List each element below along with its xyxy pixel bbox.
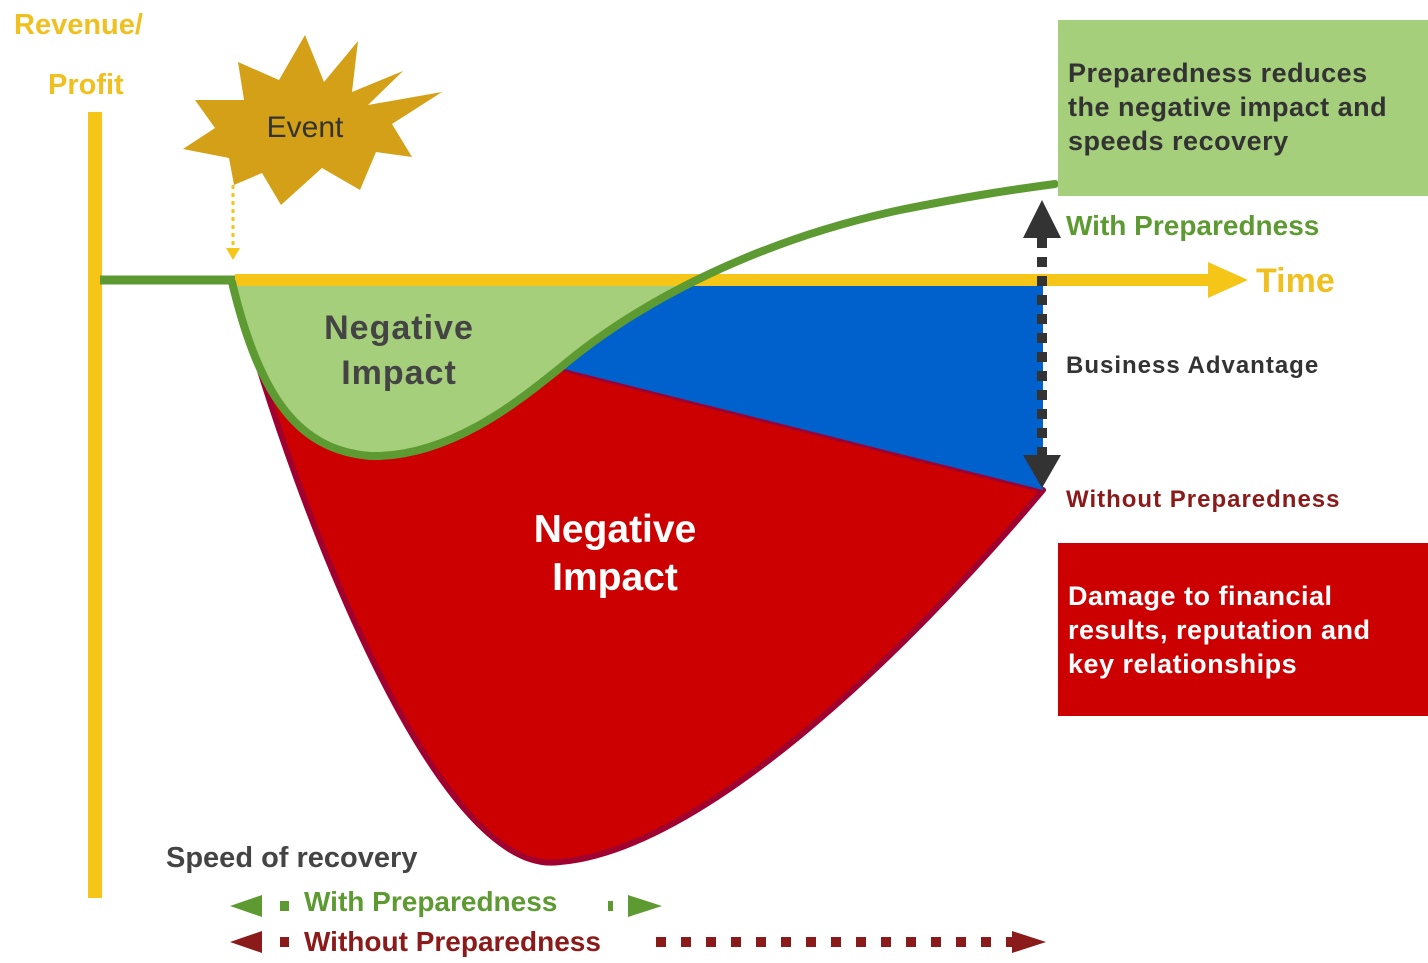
negative-impact-green-area xyxy=(232,282,700,457)
recovery-with-arrowhead-left xyxy=(230,895,262,917)
recovery-without-label: Without Preparedness xyxy=(304,926,601,957)
speed-of-recovery-title: Speed of recovery xyxy=(166,842,417,874)
callout-red-line: Damage to financial xyxy=(1068,581,1333,611)
recovery-without-arrowhead-left xyxy=(230,931,262,953)
damage-callout-box: Damage to financial results, reputation … xyxy=(1058,543,1428,716)
red-impact-label-line1: Negative xyxy=(534,508,697,551)
callout-green-line: the negative impact and xyxy=(1068,92,1388,122)
event-pointer-arrowhead xyxy=(226,248,240,260)
y-axis-label-line1: Revenue/ xyxy=(14,9,143,41)
recovery-with-dash xyxy=(280,901,289,911)
event-starburst xyxy=(183,35,442,205)
business-advantage-label: Business Advantage xyxy=(1066,352,1319,379)
without-preparedness-label: Without Preparedness xyxy=(1066,486,1341,513)
business-advantage-blue-area xyxy=(560,282,1043,490)
x-axis-label: Time xyxy=(1256,262,1335,300)
with-preparedness-label: With Preparedness xyxy=(1066,210,1319,241)
recovery-without-arrowhead-right xyxy=(1012,931,1046,953)
callout-red-line: key relationships xyxy=(1068,649,1298,679)
business-advantage-arrowhead-up xyxy=(1023,200,1061,238)
recovery-with-dash xyxy=(608,901,613,911)
business-advantage-arrowhead-down xyxy=(1023,455,1061,488)
y-axis xyxy=(88,112,102,898)
green-impact-label-line1: Negative xyxy=(324,309,474,347)
recovery-with-label: With Preparedness xyxy=(304,886,557,917)
preparedness-callout-box: Preparedness reduces the negative impact… xyxy=(1058,20,1428,196)
green-impact-label-line2: Impact xyxy=(341,354,457,392)
callout-red-line: results, reputation and xyxy=(1068,615,1371,645)
callout-green-line: Preparedness reduces xyxy=(1068,58,1368,88)
y-axis-label-line2: Profit xyxy=(48,69,124,101)
time-axis-arrowhead xyxy=(1208,262,1248,298)
callout-green-line: speeds recovery xyxy=(1068,126,1289,156)
event-label: Event xyxy=(267,111,344,144)
recovery-without-dash xyxy=(280,937,289,947)
red-impact-label-line2: Impact xyxy=(552,556,678,599)
recovery-with-arrowhead-right xyxy=(628,895,662,917)
with-preparedness-curve xyxy=(228,180,1059,461)
